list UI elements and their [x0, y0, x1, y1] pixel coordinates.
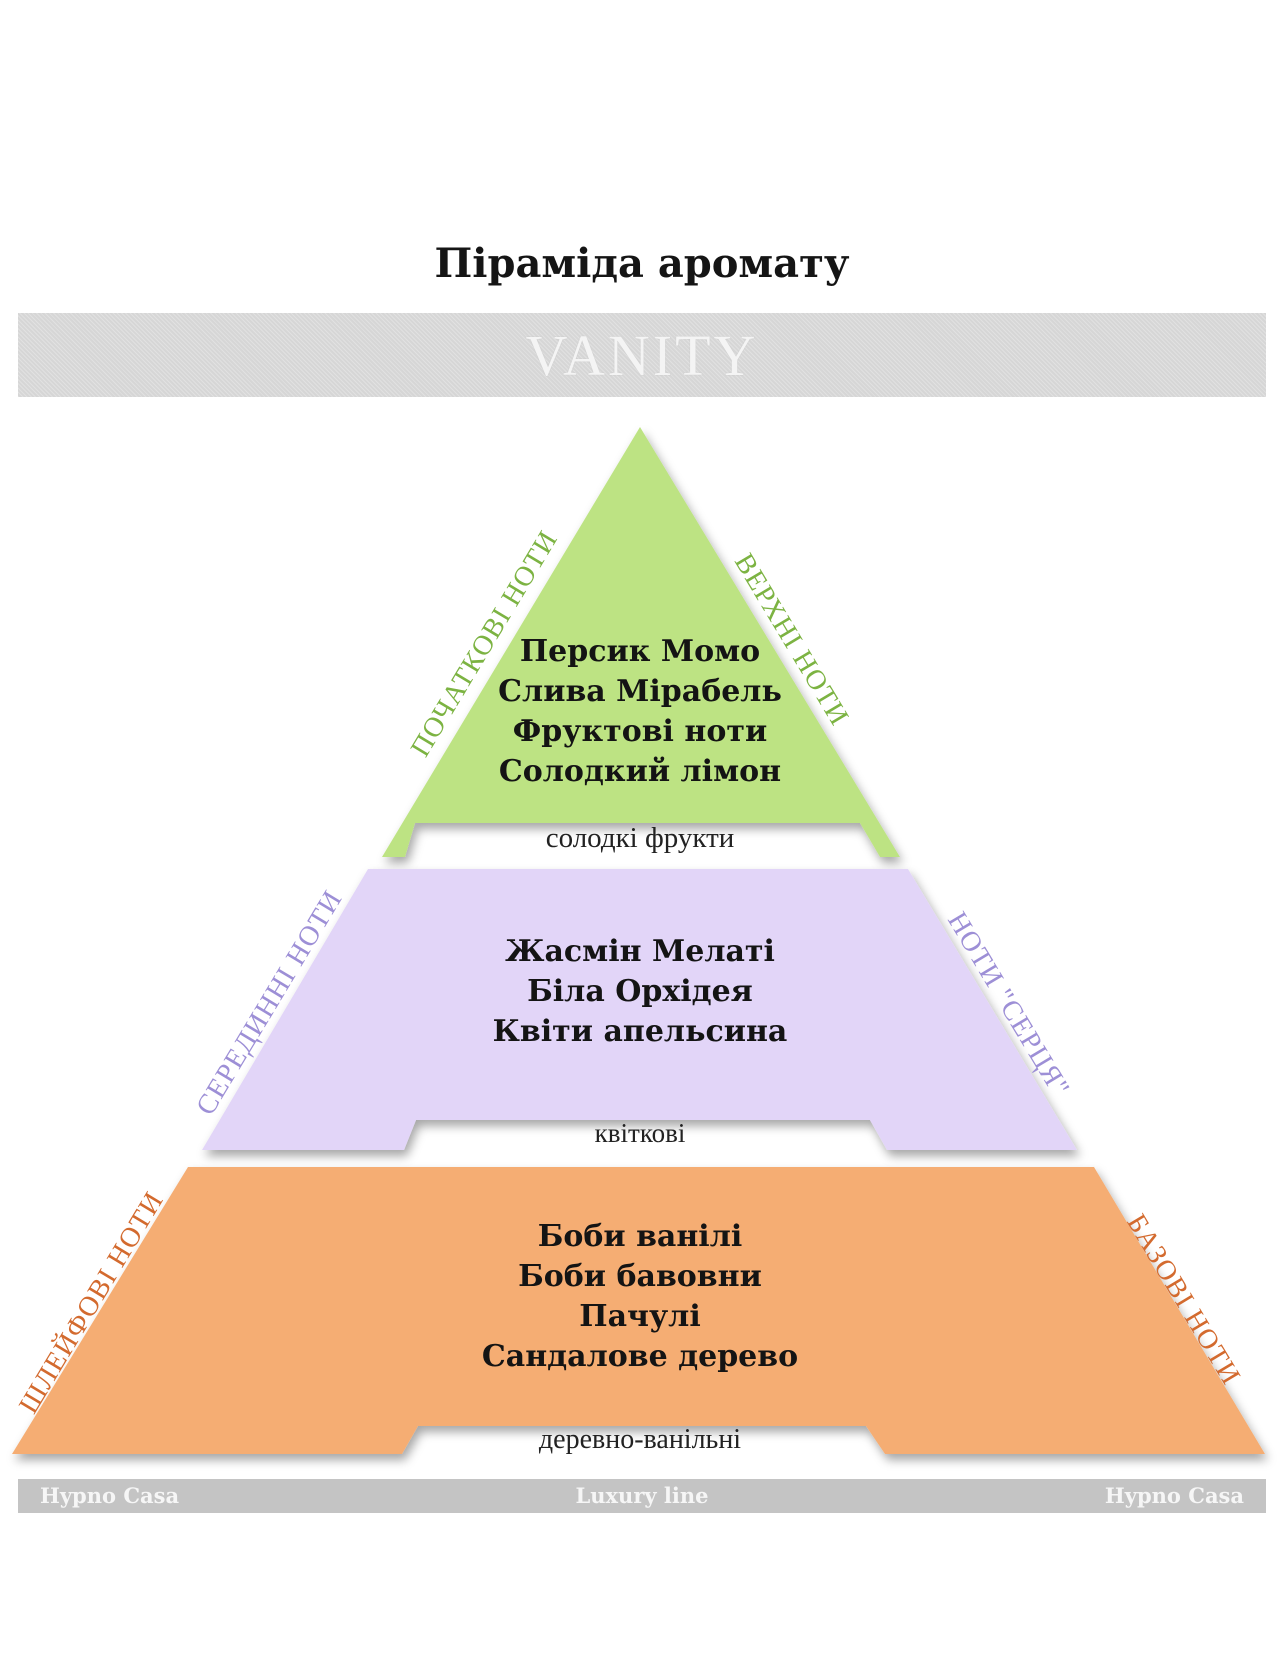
- note-item: Біла Орхідея: [527, 974, 753, 1009]
- note-item: Жасмін Мелаті: [505, 934, 775, 969]
- product-name: VANITY: [525, 322, 759, 388]
- page-title: Піраміда аромату: [434, 240, 850, 287]
- heart-notes-caption: квіткові: [594, 1118, 686, 1148]
- tier-bottom-shape: [12, 1167, 1265, 1454]
- heart-notes-list: Жасмін Мелаті Біла Орхідея Квіти апельси…: [390, 932, 890, 1052]
- note-item: Сандалове дерево: [481, 1339, 799, 1374]
- tier-middle-shape: [202, 869, 1077, 1150]
- note-item: Квіти апельсина: [492, 1014, 788, 1049]
- top-notes-caption: солодкі фрукти: [545, 822, 735, 854]
- top-notes-list: Персик Момо Слива Мірабель Фруктові ноти…: [390, 632, 890, 792]
- footer-bar: Hypno Casa Luxury line Hypno Casa: [18, 1479, 1266, 1513]
- note-item: Боби ванілі: [537, 1219, 743, 1254]
- footer-center-line: Luxury line: [575, 1483, 709, 1508]
- note-item: Слива Мірабель: [498, 674, 782, 709]
- footer-right-brand: Hypno Casa: [1104, 1483, 1244, 1508]
- base-notes-list: Боби ванілі Боби бавовни Пачулі Сандалов…: [390, 1217, 890, 1377]
- note-item: Солодкий лімон: [498, 754, 782, 789]
- product-banner: VANITY: [18, 313, 1266, 397]
- base-notes-caption: деревно-ванільні: [538, 1424, 742, 1455]
- footer-left-brand: Hypno Casa: [40, 1483, 180, 1508]
- tier-top-shape: [382, 427, 900, 857]
- note-item: Боби бавовни: [518, 1259, 762, 1294]
- note-item: Пачулі: [579, 1299, 701, 1334]
- note-item: Фруктові ноти: [512, 714, 768, 749]
- note-item: Персик Момо: [519, 634, 761, 669]
